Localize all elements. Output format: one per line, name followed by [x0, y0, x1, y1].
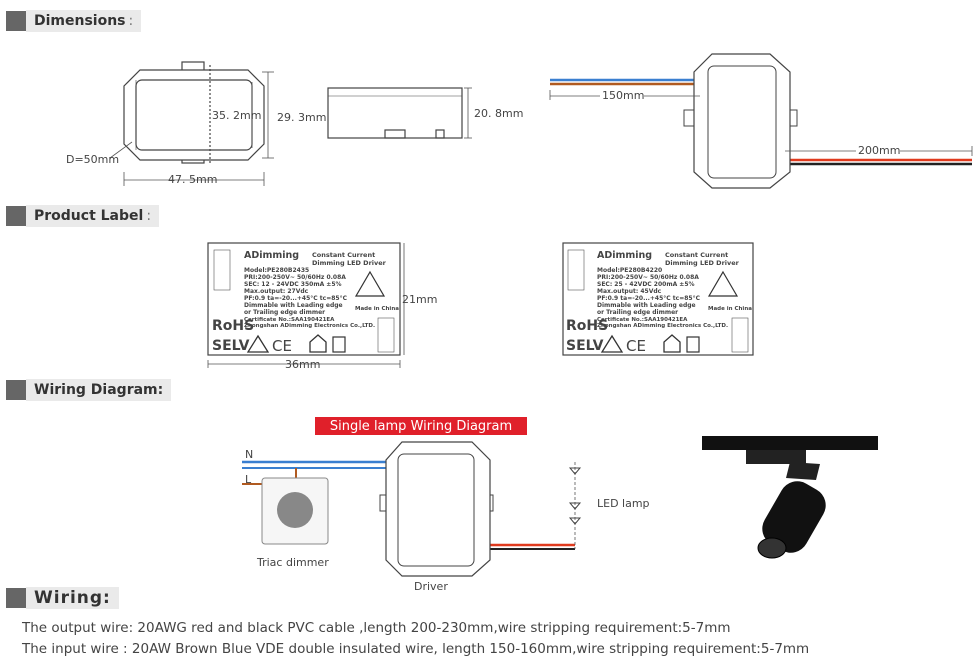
svg-text:Made in China: Made in China — [355, 306, 399, 312]
svg-text:Dimmable with Leading edge: Dimmable with Leading edge — [244, 302, 343, 309]
driver-label: Driver — [414, 580, 448, 593]
ce-mark: CE — [272, 337, 292, 355]
rcm-icon — [600, 334, 624, 353]
svg-text:PF:0.9 ta=-20...+45°C tc=85: PF:0.9 ta=-20...+45°C tc=85°C — [244, 295, 348, 302]
section-marker — [6, 206, 26, 226]
svg-text:SELV: SELV — [212, 338, 250, 354]
section-marker — [6, 380, 26, 400]
input-wire-text: The input wire : 20AW Brown Blue VDE dou… — [22, 641, 810, 657]
driver-unit — [385, 441, 491, 577]
section-title: Wiring Diagram: — [34, 382, 164, 398]
svg-text:or Trailing edge dimmer: or Trailing edge dimmer — [244, 309, 325, 316]
ce-mark: CE — [626, 337, 646, 355]
section-title: Dimensions — [34, 13, 126, 29]
section-title: Product Label — [34, 208, 144, 224]
svg-text:Model:PE280B4220: Model:PE280B4220 — [597, 267, 662, 274]
svg-text:Certificate No.:SAA190421EA: Certificate No.:SAA190421EA — [597, 317, 688, 323]
warning-icon — [707, 270, 739, 297]
output-terminals — [377, 317, 395, 353]
svg-text:Constant Current: Constant Current — [665, 251, 728, 259]
dim-diameter: D=50mm — [66, 153, 119, 166]
svg-text:Made in China: Made in China — [708, 306, 752, 312]
svg-text:RoHS: RoHS — [566, 318, 608, 334]
output-wire-text: The output wire: 20AWG red and black PVC… — [22, 620, 731, 636]
section-marker — [6, 588, 26, 608]
svg-text:or Trailing edge dimmer: or Trailing edge dimmer — [597, 309, 678, 316]
svg-text:Zhongshan ADimming Electronics: Zhongshan ADimming Electronics Co.,LTD. — [244, 323, 375, 329]
product-label-right: ADimming Constant Current Dimming LED Dr… — [562, 242, 754, 356]
svg-text:SEC: 12 - 24VDC 350mA ±5%: SEC: 12 - 24VDC 350mA ±5% — [244, 281, 342, 288]
svg-text:PF:0.9 ta=-20...+45°C tc=85: PF:0.9 ta=-20...+45°C tc=85°C — [597, 295, 701, 302]
label-width-dim: 36mm — [285, 358, 320, 371]
svg-text:PRI:200-250V~ 50/60Hz 0.08A: PRI:200-250V~ 50/60Hz 0.08A — [597, 274, 699, 281]
spotlight-icon — [762, 481, 826, 553]
section-product-label: Product Label: — [6, 204, 160, 228]
dim-bottom-width: 47. 5mm — [168, 173, 217, 186]
wire-l-label: L — [245, 473, 252, 486]
rcm-icon — [246, 334, 270, 353]
svg-text:Max.output: 27Vdc: Max.output: 27Vdc — [244, 288, 309, 295]
dim-top-height: 29. 3mm — [277, 111, 326, 124]
driver-side-view — [327, 87, 463, 139]
led-icon — [568, 502, 582, 510]
svg-text:Dimming LED Driver: Dimming LED Driver — [312, 259, 387, 267]
svg-text:RoHS: RoHS — [212, 318, 254, 334]
warning-icon — [354, 270, 386, 297]
driver-top-view — [123, 61, 265, 165]
led-icon — [568, 467, 582, 475]
wiring-diagram — [242, 436, 878, 577]
indoor-icon — [663, 334, 681, 353]
product-label-left: ADimming Constant Current Dimming LED Dr… — [207, 242, 401, 356]
class-icon — [332, 336, 346, 353]
output-terminals — [731, 317, 749, 353]
section-dimensions: Dimensions: — [6, 9, 142, 33]
wire-n-label: N — [245, 448, 253, 461]
dim-input-length: 150mm — [602, 89, 644, 102]
label-brand: ADimming — [597, 250, 652, 261]
section-marker — [6, 11, 26, 31]
label-brand: ADimming — [244, 250, 299, 261]
driver-with-wires — [550, 53, 972, 189]
svg-text:Model:PE280B2435: Model:PE280B2435 — [244, 267, 309, 274]
svg-text:SELV: SELV — [566, 338, 604, 354]
svg-text:PRI:200-250V~ 50/60Hz 0.08A: PRI:200-250V~ 50/60Hz 0.08A — [244, 274, 346, 281]
dimmer-knob — [277, 492, 313, 528]
led-icon — [568, 517, 582, 525]
svg-text:Max.output: 45Vdc: Max.output: 45Vdc — [597, 288, 662, 295]
svg-text:SEC: 25 - 42VDC 200mA ±5%: SEC: 25 - 42VDC 200mA ±5% — [597, 281, 695, 288]
dimmer-label: Triac dimmer — [256, 556, 329, 569]
section-wiring-diagram: Wiring Diagram: — [6, 378, 172, 402]
svg-text:Certificate No.:SAA190421EA: Certificate No.:SAA190421EA — [244, 317, 335, 323]
svg-text:Dimmable with Leading edge: Dimmable with Leading edge — [597, 302, 696, 309]
dim-output-length: 200mm — [858, 144, 900, 157]
section-title: Wiring: — [34, 588, 111, 608]
svg-text:Zhongshan ADimming Electronics: Zhongshan ADimming Electronics Co.,LTD. — [597, 323, 728, 329]
svg-text:Constant Current: Constant Current — [312, 251, 375, 259]
label-height-dim: 21mm — [402, 293, 437, 306]
section-wiring: Wiring: — [6, 586, 119, 610]
input-terminals — [567, 249, 585, 291]
indoor-icon — [309, 334, 327, 353]
input-terminals — [213, 249, 231, 291]
class-icon — [686, 336, 700, 353]
wiring-banner: Single lamp Wiring Diagram — [315, 417, 527, 435]
svg-text:Dimming LED Driver: Dimming LED Driver — [665, 259, 740, 267]
dim-side-height: 20. 8mm — [474, 107, 523, 120]
dim-top-width: 35. 2mm — [212, 109, 261, 122]
track-rail — [702, 436, 878, 450]
lamp-label: LED lamp — [597, 497, 650, 510]
